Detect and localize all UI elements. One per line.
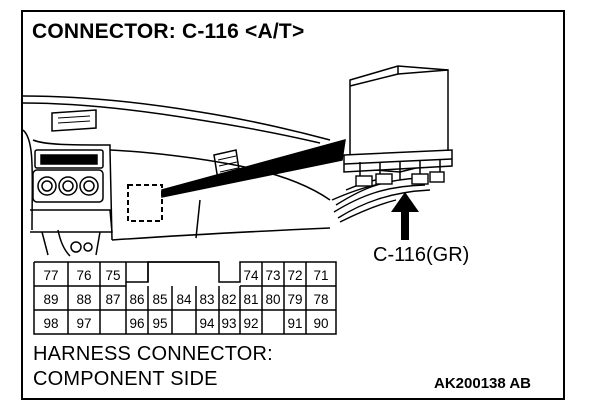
pin-72: 72 — [287, 268, 302, 283]
pin-83: 83 — [199, 292, 214, 307]
pin-labels: 77 76 75 74 73 72 71 89 88 87 86 85 84 8… — [43, 268, 328, 331]
pin-88: 88 — [76, 292, 91, 307]
pin-80: 80 — [265, 292, 280, 307]
connector-label: C-116(GR) — [373, 244, 470, 266]
pin-84: 84 — [176, 292, 192, 307]
pin-86: 86 — [129, 292, 144, 307]
diagram-frame — [21, 10, 565, 400]
figure-code: AK200138 AB — [434, 375, 531, 392]
pin-95: 95 — [152, 316, 167, 331]
pin-81: 81 — [243, 292, 258, 307]
pin-94: 94 — [199, 316, 215, 331]
pin-89: 89 — [43, 292, 58, 307]
pin-96: 96 — [129, 316, 144, 331]
pin-90: 90 — [313, 316, 328, 331]
footer-line-2: COMPONENT SIDE — [33, 368, 218, 390]
pin-98: 98 — [43, 316, 58, 331]
wire-harness-icon — [331, 171, 445, 223]
pin-91: 91 — [287, 316, 302, 331]
pin-74: 74 — [243, 268, 259, 283]
pin-76: 76 — [76, 268, 91, 283]
pin-97: 97 — [76, 316, 91, 331]
pin-diagram — [33, 261, 337, 335]
pin-71: 71 — [313, 268, 328, 283]
pin-78: 78 — [313, 292, 328, 307]
footer-line-1: HARNESS CONNECTOR: — [33, 343, 273, 365]
diagram-title: CONNECTOR: C-116 <A/T> — [32, 20, 305, 43]
pin-92: 92 — [243, 316, 258, 331]
pin-73: 73 — [265, 268, 280, 283]
pin-87: 87 — [105, 292, 120, 307]
control-unit-icon — [343, 65, 453, 180]
pin-79: 79 — [287, 292, 302, 307]
pin-77: 77 — [43, 268, 58, 283]
dashboard-illustration-icon — [22, 95, 346, 257]
up-arrow-icon — [391, 192, 419, 240]
pin-85: 85 — [152, 292, 167, 307]
pin-93: 93 — [221, 316, 236, 331]
pin-82: 82 — [221, 292, 236, 307]
pin-75: 75 — [105, 268, 120, 283]
